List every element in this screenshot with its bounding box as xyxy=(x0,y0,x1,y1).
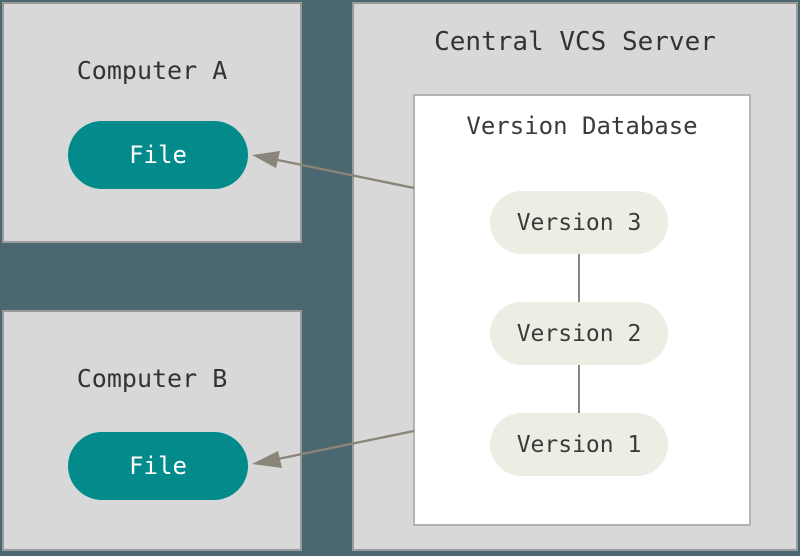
computer-b-panel: Computer B xyxy=(2,310,302,551)
computer-b-title: Computer B xyxy=(76,364,228,393)
version-1-label: Version 1 xyxy=(516,431,642,458)
computer-a-file-node[interactable]: File xyxy=(68,121,248,189)
computer-b-file-node[interactable]: File xyxy=(68,432,248,500)
version-2-node[interactable]: Version 2 xyxy=(490,302,668,365)
version-database-title: Version Database xyxy=(466,112,698,140)
central-server-title: Central VCS Server xyxy=(434,27,716,57)
computer-a-title: Computer A xyxy=(76,56,228,85)
version-3-node[interactable]: Version 3 xyxy=(490,191,668,254)
version-1-node[interactable]: Version 1 xyxy=(490,413,668,476)
computer-a-file-label: File xyxy=(129,141,187,169)
version-2-label: Version 2 xyxy=(516,320,642,347)
version-3-label: Version 3 xyxy=(516,209,642,236)
computer-a-panel: Computer A xyxy=(2,2,302,243)
computer-b-file-label: File xyxy=(129,452,187,480)
